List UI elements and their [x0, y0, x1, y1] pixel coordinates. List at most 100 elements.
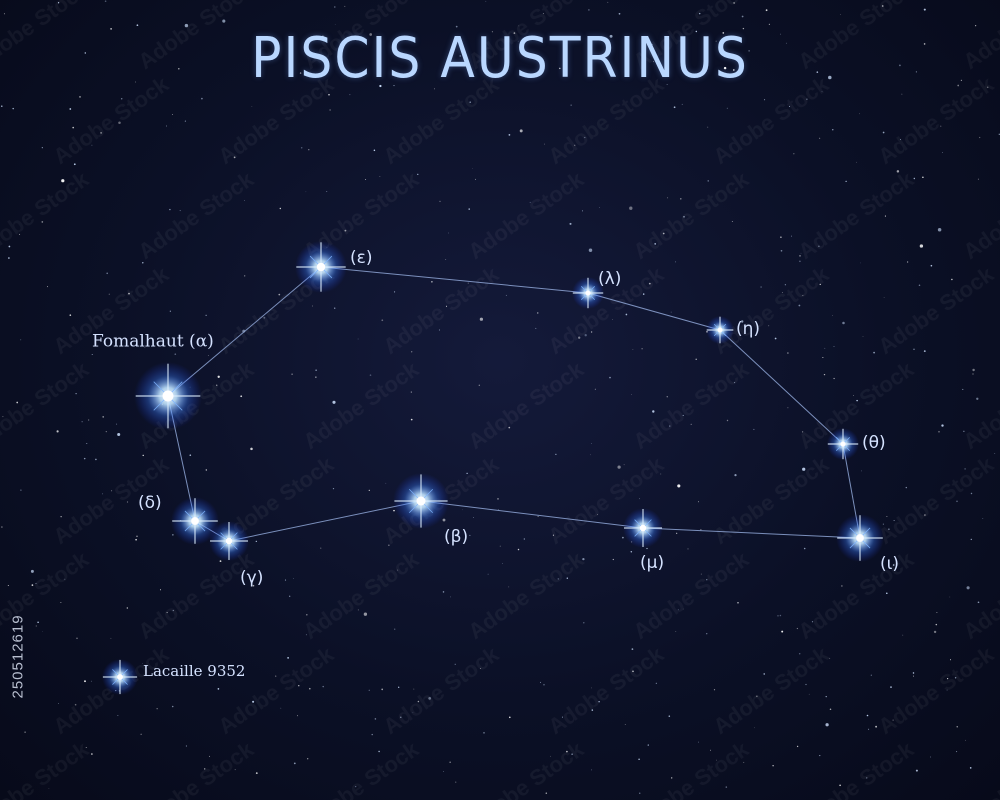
- background-star: [982, 518, 984, 519]
- background-star: [833, 377, 835, 380]
- background-star: [555, 453, 557, 456]
- background-star: [842, 321, 845, 325]
- background-star: [466, 472, 468, 475]
- background-star: [970, 538, 973, 541]
- background-star: [357, 338, 359, 340]
- watermark-text: Adobe Stock: [709, 641, 834, 739]
- background-star: [630, 394, 632, 395]
- background-star: [371, 733, 373, 736]
- background-star: [677, 484, 681, 488]
- background-star: [307, 758, 309, 760]
- background-star: [60, 516, 62, 518]
- background-star: [670, 311, 672, 313]
- background-star: [793, 153, 795, 155]
- background-star: [56, 430, 59, 433]
- watermark-text: Adobe Stock: [709, 261, 834, 359]
- background-star: [882, 523, 884, 525]
- background-star: [128, 292, 130, 295]
- background-star: [700, 573, 702, 575]
- background-star: [201, 97, 203, 100]
- background-star: [668, 715, 671, 717]
- background-star: [355, 786, 357, 788]
- background-star: [332, 400, 336, 404]
- background-star: [189, 454, 192, 457]
- background-star: [105, 430, 107, 433]
- background-star: [581, 210, 584, 212]
- background-star: [95, 458, 97, 461]
- background-star: [732, 69, 735, 71]
- background-star: [12, 107, 14, 110]
- background-star: [801, 431, 804, 433]
- background-star: [135, 81, 136, 83]
- background-star: [594, 388, 596, 390]
- background-star: [940, 125, 942, 127]
- label-iota: (ι): [880, 554, 899, 574]
- background-star: [819, 283, 821, 286]
- background-star: [300, 147, 303, 149]
- background-star: [748, 50, 750, 52]
- background-star: [743, 761, 745, 763]
- background-star: [252, 700, 255, 703]
- background-star: [502, 563, 503, 564]
- background-star: [590, 454, 591, 456]
- background-star: [779, 614, 782, 617]
- background-star: [543, 143, 545, 145]
- background-star: [363, 612, 368, 616]
- background-star: [30, 569, 34, 573]
- background-star: [781, 292, 783, 293]
- background-star: [666, 84, 668, 85]
- background-star: [72, 126, 75, 129]
- background-star: [647, 744, 649, 746]
- background-star: [41, 147, 43, 149]
- background-star: [142, 262, 144, 264]
- background-star: [781, 630, 784, 633]
- background-star: [957, 84, 960, 87]
- background-star: [529, 201, 531, 203]
- background-star: [673, 106, 676, 109]
- background-star: [571, 753, 573, 755]
- background-star: [255, 772, 258, 774]
- background-star: [411, 351, 413, 353]
- background-star: [136, 535, 138, 538]
- background-star: [74, 703, 77, 706]
- background-star: [933, 630, 937, 634]
- background-star: [179, 210, 181, 212]
- background-star: [935, 623, 938, 626]
- background-star: [84, 52, 87, 54]
- background-star: [825, 695, 827, 698]
- background-star: [625, 313, 628, 316]
- background-star: [753, 428, 755, 430]
- background-star: [832, 129, 834, 131]
- background-star: [824, 347, 826, 349]
- background-star: [765, 9, 768, 12]
- background-star: [956, 500, 958, 503]
- background-star: [412, 712, 414, 713]
- background-star: [398, 686, 400, 688]
- background-star: [172, 534, 174, 536]
- background-star: [734, 474, 737, 477]
- star-gamma: [209, 521, 249, 561]
- background-star: [322, 35, 324, 37]
- background-star: [588, 248, 593, 253]
- background-star: [172, 609, 174, 612]
- background-star: [379, 175, 381, 177]
- background-star: [519, 129, 523, 133]
- background-star: [590, 331, 593, 333]
- background-star: [308, 149, 310, 151]
- background-star: [443, 771, 444, 772]
- background-star: [509, 716, 511, 719]
- background-star: [695, 358, 697, 361]
- background-star: [428, 697, 432, 700]
- background-star: [513, 32, 516, 34]
- background-star: [965, 739, 966, 741]
- background-star: [439, 200, 441, 203]
- background-star: [284, 579, 287, 581]
- background-star: [617, 465, 621, 469]
- background-star: [700, 529, 702, 531]
- background-star: [159, 589, 162, 591]
- star-labels: Fomalhaut (α)(ε)(λ)(η)(θ)(ι)(μ)(β)(γ)(δ)…: [92, 248, 899, 680]
- background-star: [442, 518, 446, 522]
- background-star: [83, 457, 86, 460]
- background-star: [306, 613, 308, 616]
- background-star: [829, 708, 832, 711]
